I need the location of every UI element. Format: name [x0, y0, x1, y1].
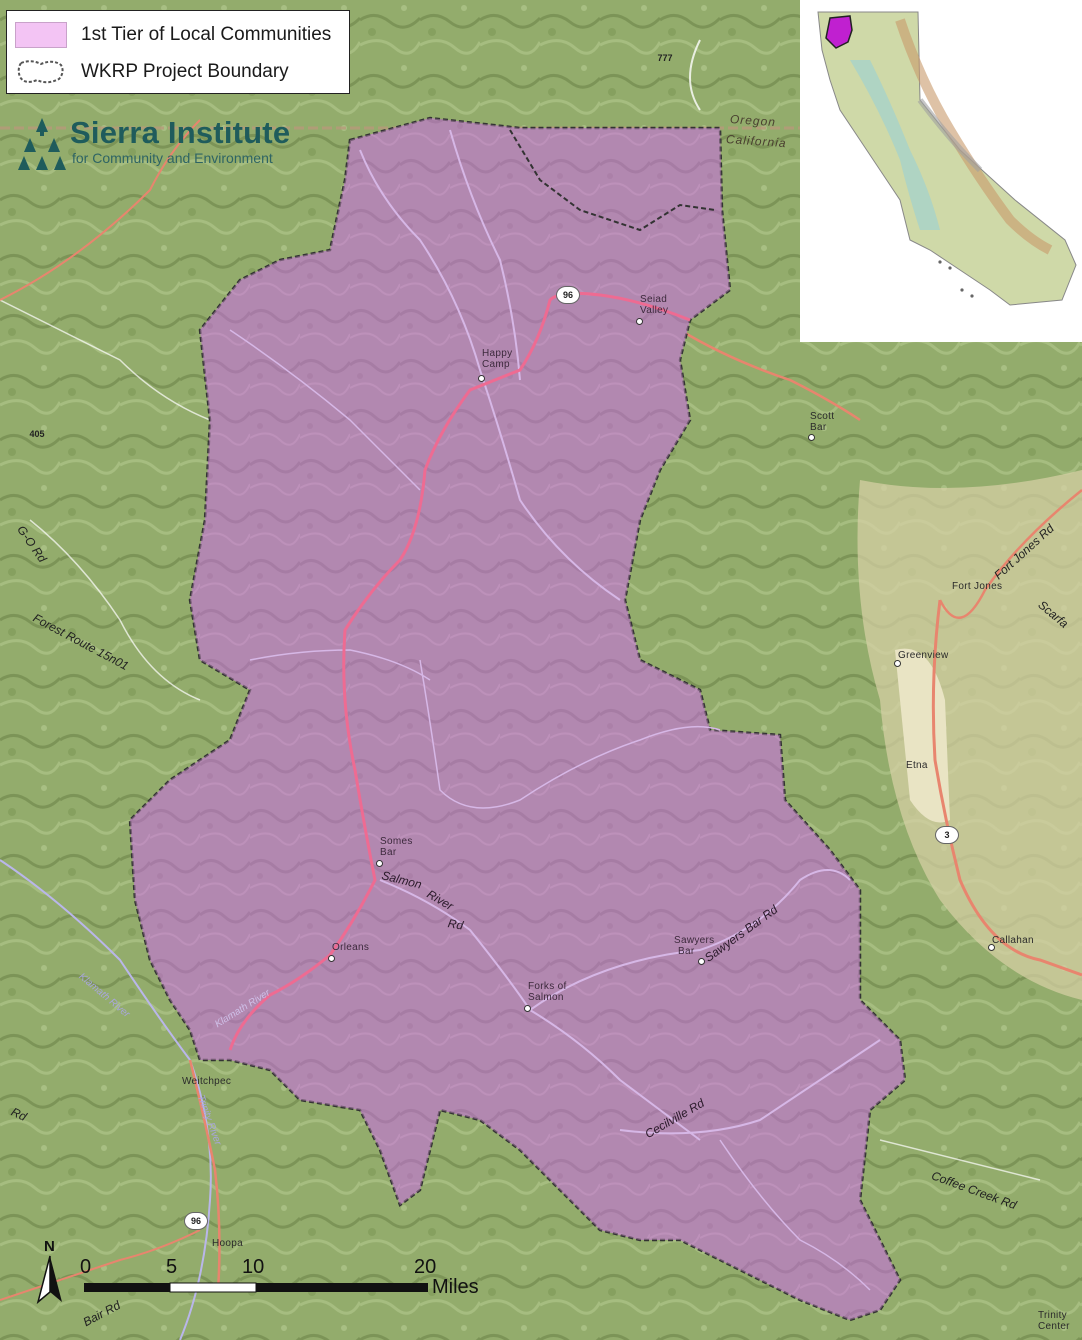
legend-label-communities: 1st Tier of Local Communities [81, 24, 332, 45]
place-label-callahan: Callahan [992, 935, 1034, 946]
place-line: Camp [482, 359, 510, 370]
brand-subtitle: for Community and Environment [72, 150, 273, 166]
place-label-fort-jones: Fort Jones [952, 581, 1003, 592]
sierra-institute-logo: Sierra Institute for Community and Envir… [18, 116, 290, 172]
tree-logo-icon [18, 118, 66, 170]
place-line: Orleans [332, 942, 370, 953]
road-label-rd: Rd [446, 916, 465, 933]
north-label: N [44, 1238, 55, 1255]
place-line: Bar [678, 946, 695, 957]
place-label-scott-bar: Scott Bar [810, 411, 834, 433]
highway-shield-96-south: 96 [184, 1212, 208, 1230]
place-label-sawyers-bar: Sawyers Bar [674, 935, 714, 957]
wkrp-area-highlight [825, 15, 853, 49]
scale-bar: N 0 5 10 20 Miles [30, 1238, 500, 1308]
scale-unit: Miles [432, 1276, 479, 1298]
scale-tick-0: 0 [80, 1256, 92, 1278]
map-legend: 1st Tier of Local Communities WKRP Proje… [6, 10, 350, 94]
california-inset [817, 11, 1077, 306]
place-label-weitchpec: Weitchpec [182, 1076, 232, 1087]
place-label-etna: Etna [906, 760, 928, 771]
place-label-orleans: Orleans [332, 942, 369, 953]
inset-locator-map [800, 0, 1082, 342]
place-label-greenview: Greenview [898, 650, 949, 661]
place-label-trinity-center: Trinity Center [1038, 1310, 1070, 1332]
place-line: Scott [810, 411, 835, 422]
place-label-somes-bar: Somes Bar [380, 836, 413, 858]
scale-tick-5: 5 [166, 1256, 178, 1278]
legend-swatch-communities [15, 22, 67, 48]
route-shield-405: 405 [29, 429, 45, 439]
place-line: Sawyers [674, 935, 715, 946]
place-line: Valley [640, 305, 669, 316]
place-line: Center [1038, 1321, 1070, 1332]
community-dot-seiad-valley [636, 318, 643, 325]
place-dot-greenview [894, 660, 901, 667]
community-dot-forks-of-salmon [524, 1005, 531, 1012]
place-line: Salmon [528, 992, 564, 1003]
place-line: Seiad [640, 294, 668, 305]
highway-96 [228, 291, 691, 1051]
place-line: Happy [482, 348, 513, 359]
place-line: Bar [810, 422, 827, 433]
legend-label-boundary: WKRP Project Boundary [81, 61, 289, 82]
place-label-hoopa: Hoopa [212, 1238, 243, 1249]
place-label-happy-camp: Happy Camp [482, 348, 512, 370]
place-line: Forks of [528, 981, 567, 992]
community-dot-orleans [328, 955, 335, 962]
route-shield-777: 777 [657, 53, 673, 63]
scale-tick-20: 20 [414, 1256, 437, 1278]
place-dot-scott-bar [808, 434, 815, 441]
place-label-forks-of-salmon: Forks of Salmon [528, 981, 567, 1003]
place-line: Somes [380, 836, 413, 847]
community-dot-sawyers-bar [698, 958, 705, 965]
community-dot-somes-bar [376, 860, 383, 867]
legend-row-communities: 1st Tier of Local Communities [15, 20, 331, 50]
place-line: Bar [380, 847, 397, 858]
place-dot-callahan [988, 944, 995, 951]
highway-shield-3: 3 [935, 826, 959, 844]
scale-bar-graphic [84, 1282, 428, 1293]
scale-tick-10: 10 [242, 1256, 265, 1278]
legend-swatch-boundary [17, 60, 64, 84]
place-label-seiad-valley: Seiad Valley [640, 294, 668, 316]
legend-row-boundary: WKRP Project Boundary [15, 57, 289, 87]
place-line: Trinity [1038, 1310, 1067, 1321]
highway-shield-96-north: 96 [556, 286, 580, 304]
wkrp-boundary [128, 116, 907, 1322]
north-arrow-icon [36, 1255, 62, 1305]
brand-name: Sierra Institute [70, 115, 291, 150]
community-dot-happy-camp [478, 375, 485, 382]
